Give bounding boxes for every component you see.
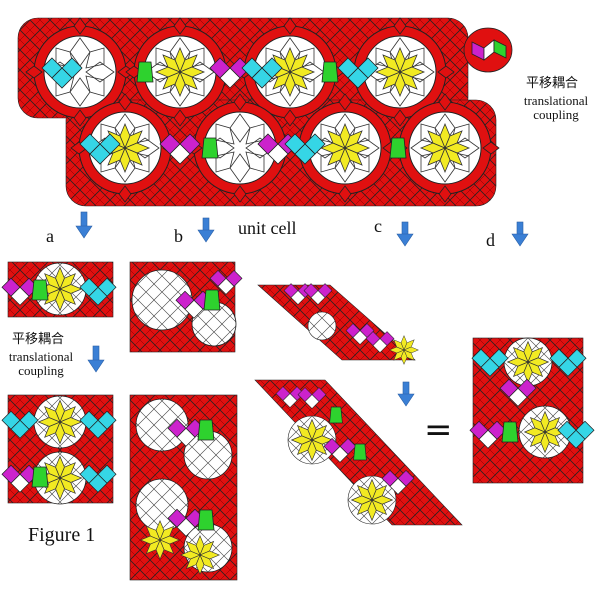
coupling-unit-icon <box>463 27 513 73</box>
translational-word: translational <box>523 93 589 108</box>
arrow-b <box>197 217 215 243</box>
arrow-a2 <box>87 345 105 373</box>
equals-sign: = <box>424 410 453 450</box>
coupling-word: coupling <box>533 107 579 122</box>
main-tiling <box>17 17 500 207</box>
panel-b-bottom <box>129 394 238 581</box>
arrow-a <box>75 211 93 239</box>
panel-c-bottom <box>254 379 463 526</box>
translational-label-cjk-top: 平移耦合 <box>526 76 579 91</box>
figure-caption: Figure 1 <box>28 524 96 546</box>
translational-word: translational <box>8 349 74 364</box>
label-b: b <box>174 226 183 246</box>
panel-c-top <box>257 283 419 365</box>
arrow-c <box>396 221 414 247</box>
panel-a-top <box>1 261 117 318</box>
translational-label-top: translational coupling <box>518 94 594 122</box>
translational-label-cjk-left: 平移耦合 <box>12 332 65 347</box>
panel-a-bottom <box>1 394 117 505</box>
translational-label-left: translational coupling <box>4 350 78 378</box>
label-d: d <box>486 230 495 250</box>
panel-d <box>469 337 595 484</box>
panel-b-top <box>129 261 243 353</box>
unit-cell-label: unit cell <box>238 218 297 238</box>
label-c: c <box>374 216 382 236</box>
coupling-word: coupling <box>18 363 64 378</box>
arrow-d <box>511 221 529 247</box>
arrow-c2 <box>397 381 415 407</box>
label-a: a <box>46 226 54 246</box>
